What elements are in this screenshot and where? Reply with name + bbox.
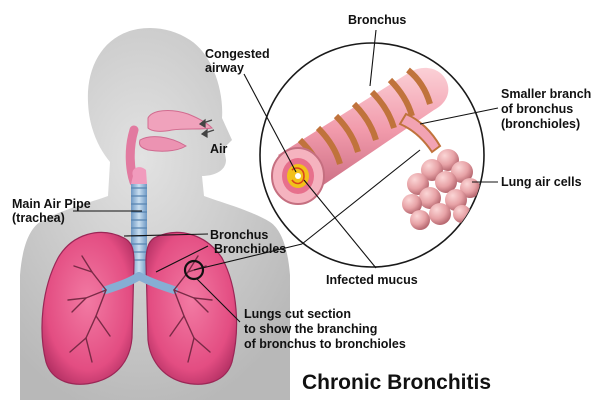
labels: Bronchus Congested airway Air Smaller br… <box>12 13 591 394</box>
label-section-line2: to show the branching <box>244 322 377 336</box>
nasal-cavity <box>125 110 214 187</box>
label-congested-line2: airway <box>205 61 244 75</box>
lung-air-cells <box>402 149 480 230</box>
left-lung <box>145 231 238 385</box>
label-air: Air <box>210 142 228 156</box>
label-bronchus-top: Bronchus <box>348 13 406 27</box>
air-arrows <box>198 118 215 139</box>
diagram-title: Chronic Bronchitis <box>302 371 491 394</box>
label-trachea-line1: Main Air Pipe <box>12 197 91 211</box>
right-lung <box>41 231 135 385</box>
label-congested-line1: Congested <box>205 47 270 61</box>
lungs <box>41 231 238 385</box>
detail-highlight-circle <box>183 259 205 281</box>
label-section-line3: of bronchus to bronchioles <box>244 337 406 351</box>
leader-lines <box>73 29 499 323</box>
airway-cross-section <box>271 147 325 205</box>
label-smaller-branch-line1: Smaller branch <box>501 87 591 101</box>
bronchial-tree <box>67 255 213 363</box>
label-bronchus-lower: Bronchus <box>210 228 268 242</box>
magnified-view <box>259 42 485 268</box>
bronchus-rings <box>297 67 433 177</box>
label-section-line1: Lungs cut section <box>244 307 351 321</box>
label-smaller-branch-line2: of bronchus <box>501 102 573 116</box>
label-smaller-branch-line3: (bronchioles) <box>501 117 580 131</box>
label-bronchioles: Bronchioles <box>214 242 286 256</box>
label-infected-mucus: Infected mucus <box>326 273 418 287</box>
label-trachea-line2: (trachea) <box>12 211 65 225</box>
label-lung-air-cells: Lung air cells <box>501 175 582 189</box>
